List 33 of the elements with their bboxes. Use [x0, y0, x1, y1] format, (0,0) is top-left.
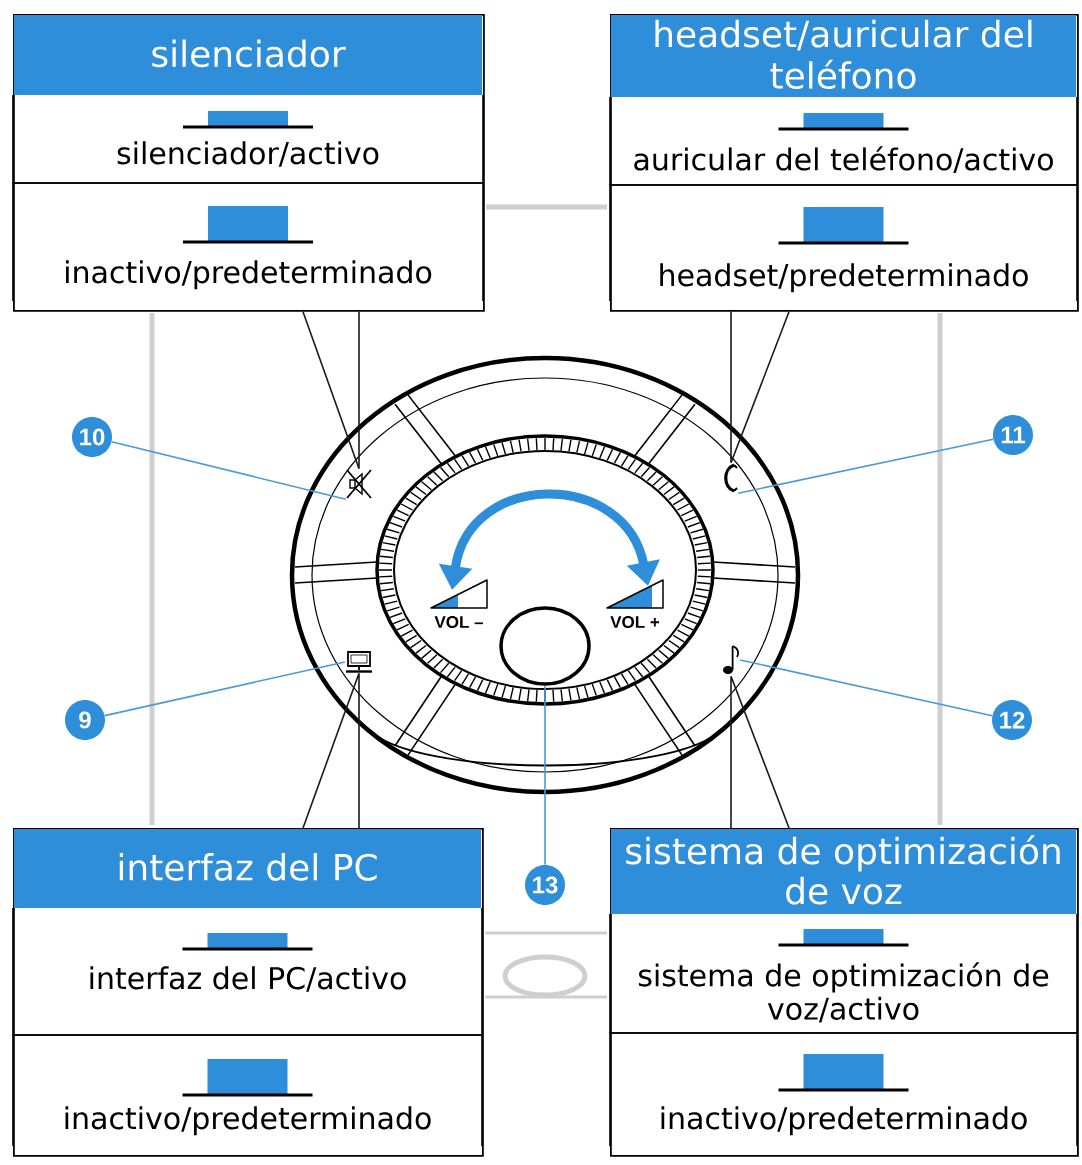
callout-number: 9 — [65, 700, 105, 740]
callout-pointer — [302, 311, 360, 470]
header-bar: interfaz del PC — [13, 828, 482, 908]
callout-number: 13 — [525, 865, 565, 905]
callout-number: 11 — [993, 415, 1033, 455]
table-row: inactivo/predeterminado — [12, 182, 484, 302]
table-row: silenciador/activo — [12, 94, 484, 184]
callout-pointer — [302, 672, 360, 829]
control-label: VOL + — [610, 616, 660, 629]
push-button — [499, 606, 591, 686]
table-row: headset/predeterminado — [609, 184, 1078, 302]
leader-line — [739, 659, 994, 717]
handset-icon — [724, 463, 738, 493]
callout-pointer — [730, 675, 790, 829]
table-row: auricular del teléfono/activo — [609, 96, 1078, 186]
table-row: inactivo/predeterminado — [609, 1032, 1078, 1147]
leader-line — [110, 441, 347, 500]
callout-number: 10 — [72, 417, 112, 457]
header-bar: sistema de optimización de voz — [610, 828, 1077, 914]
control-label: VOL – — [434, 616, 484, 629]
table-row: sistema de optimización de voz/activo — [609, 913, 1078, 1034]
callout-number: 12 — [992, 700, 1032, 740]
leader-line — [544, 684, 546, 866]
header-bar: headset/auricular del teléfono — [610, 14, 1077, 97]
table-row: interfaz del PC/activo — [12, 907, 483, 1036]
table-row: inactivo/predeterminado — [12, 1034, 483, 1147]
callout-pointer — [730, 311, 790, 464]
header-bar: silenciador — [13, 14, 483, 95]
monitor-icon — [346, 651, 372, 673]
music-note-icon — [723, 645, 740, 674]
muted-speaker-icon — [346, 469, 372, 499]
leader-line — [737, 438, 995, 494]
leader-line — [103, 661, 346, 717]
